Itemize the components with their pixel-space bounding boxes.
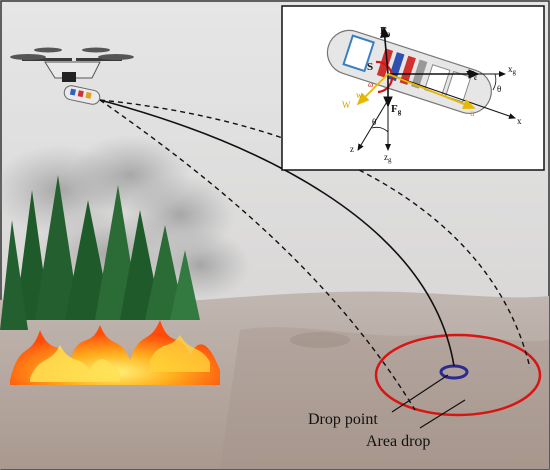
axis-z (357, 99, 389, 151)
canister-large (326, 29, 492, 114)
label-aero-force: Fa (380, 25, 391, 38)
vector-w (356, 73, 389, 106)
trajectory-outer-right (99, 99, 531, 369)
theta-arc-top (492, 73, 497, 91)
axis-x (387, 73, 516, 119)
ground-mark (290, 332, 350, 348)
theta-arc-bottom (371, 126, 389, 133)
trajectory-main (99, 99, 455, 367)
area-drop-ring (374, 333, 542, 417)
drone (10, 47, 134, 82)
label-theta-bottom: θ (372, 117, 376, 127)
trajectory-outer-left (99, 99, 416, 411)
leader-drop-point (391, 374, 449, 413)
inset-panel: Fa Fg Vc S W u w ω θ θ xg x z zg (281, 5, 545, 171)
vector-aero-force (380, 26, 390, 75)
label-gravity-force: Fg (391, 103, 402, 116)
label-w: w (356, 90, 363, 100)
ground (0, 291, 549, 469)
label-xg: xg (508, 64, 517, 76)
label-drop-point: Drop point (308, 411, 378, 428)
label-velocity: Vc (466, 69, 477, 82)
label-x: x (517, 116, 522, 126)
ground-shading (220, 327, 549, 469)
label-theta-top: θ (497, 84, 501, 94)
fire (10, 320, 220, 385)
canister-small (63, 85, 101, 105)
label-omega: ω (368, 80, 373, 89)
leader-area-drop (419, 399, 466, 429)
label-center-s: S (367, 61, 373, 73)
label-zg: zg (384, 152, 392, 164)
label-z: z (350, 144, 354, 154)
vector-u (387, 73, 476, 110)
label-area-drop: Area drop (366, 433, 430, 450)
label-u: u (470, 108, 475, 118)
label-wind: W (342, 100, 351, 110)
forest (0, 175, 200, 330)
